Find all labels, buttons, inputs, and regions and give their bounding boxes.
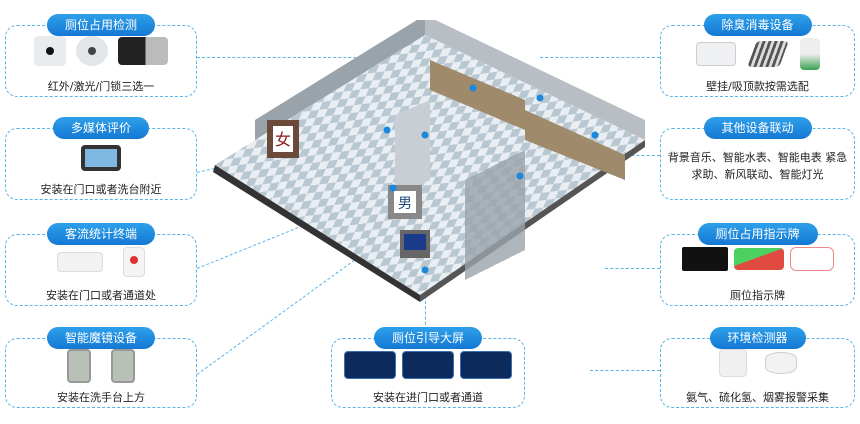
panel-other-linkage: 其他设备联动 背景音乐、智能水表、智能电表 紧急求助、新风联动、智能灯光 — [660, 117, 855, 200]
guide-screen-image — [460, 351, 512, 379]
panel-caption: 安装在门口或者洗台附近 — [40, 183, 162, 196]
panel-caption: 氨气、硫化氢、烟雾报警采集 — [686, 391, 829, 404]
panel-smart-mirror: 智能魔镜设备 安装在洗手台上方 — [5, 327, 197, 408]
panel-title: 环境检测器 — [709, 327, 806, 349]
panel-title: 智能魔镜设备 — [46, 327, 156, 349]
panel-occupancy-detection: 厕位占用检测 红外/激光/门锁三选一 — [5, 14, 197, 97]
connector — [425, 270, 426, 335]
panel-caption: 安装在洗手台上方 — [57, 391, 145, 404]
panel-title: 厕位引导大屏 — [373, 327, 483, 349]
connector — [605, 268, 660, 269]
indicator-light-image — [733, 248, 784, 270]
panel-occupancy-sign: 厕位占用指示牌 厕位指示牌 — [660, 223, 855, 306]
smart-mirror-image — [67, 349, 91, 383]
connector — [197, 57, 427, 58]
male-sign-label: 男 — [398, 196, 412, 212]
guide-screen-image — [344, 351, 396, 379]
panel-title: 厕位占用指示牌 — [697, 223, 818, 245]
panel-multimedia-evaluation: 多媒体评价 安装在门口或者洗台附近 — [5, 117, 197, 200]
connector — [540, 57, 660, 58]
panel-caption: 厕位指示牌 — [730, 289, 785, 302]
wall-deodorizer-image — [695, 42, 736, 66]
panel-caption: 安装在进门口或者通道 — [373, 391, 483, 404]
laser-sensor-image — [76, 36, 108, 66]
door-lock-image — [118, 37, 168, 65]
panel-caption: 背景音乐、智能水表、智能电表 紧急求助、新风联动、智能灯光 — [667, 151, 848, 181]
panel-deodorizer: 除臭消毒设备 壁挂/吸顶款按需选配 — [660, 14, 855, 97]
panel-caption: 壁挂/吸顶款按需选配 — [706, 80, 809, 93]
gas-detector-image — [718, 349, 747, 377]
restroom-3d-model: 女 男 — [213, 20, 645, 302]
panel-caption: 红外/激光/门锁三选一 — [47, 80, 155, 93]
panel-caption: 安装在门口或者通道处 — [46, 289, 156, 302]
connector — [590, 370, 660, 371]
panel-title: 厕位占用检测 — [46, 14, 156, 36]
led-sign-image — [681, 247, 728, 271]
toilet-sign-image — [789, 247, 834, 271]
smoke-detector-image — [764, 352, 797, 374]
panel-title: 多媒体评价 — [52, 117, 150, 139]
guide-screen-image — [402, 351, 454, 379]
smart-mirror-image — [111, 349, 135, 383]
panel-title: 其他设备联动 — [703, 117, 812, 139]
panel-passenger-counter: 客流统计终端 安装在门口或者通道处 — [5, 223, 197, 306]
evaluation-tablet-image — [81, 145, 121, 171]
infrared-sensor-image — [34, 36, 66, 66]
panel-title: 客流统计终端 — [46, 223, 156, 245]
disinfector-image — [799, 38, 820, 70]
counter-terminal-image — [123, 247, 145, 277]
panel-guide-screen: 厕位引导大屏 安装在进门口或者通道 — [331, 327, 525, 408]
female-sign-label: 女 — [275, 130, 291, 149]
people-counter-image — [57, 252, 103, 272]
ceiling-deodorizer-image — [746, 41, 789, 67]
panel-title: 除臭消毒设备 — [703, 14, 812, 36]
panel-environment-detector: 环境检测器 氨气、硫化氢、烟雾报警采集 — [660, 327, 855, 408]
